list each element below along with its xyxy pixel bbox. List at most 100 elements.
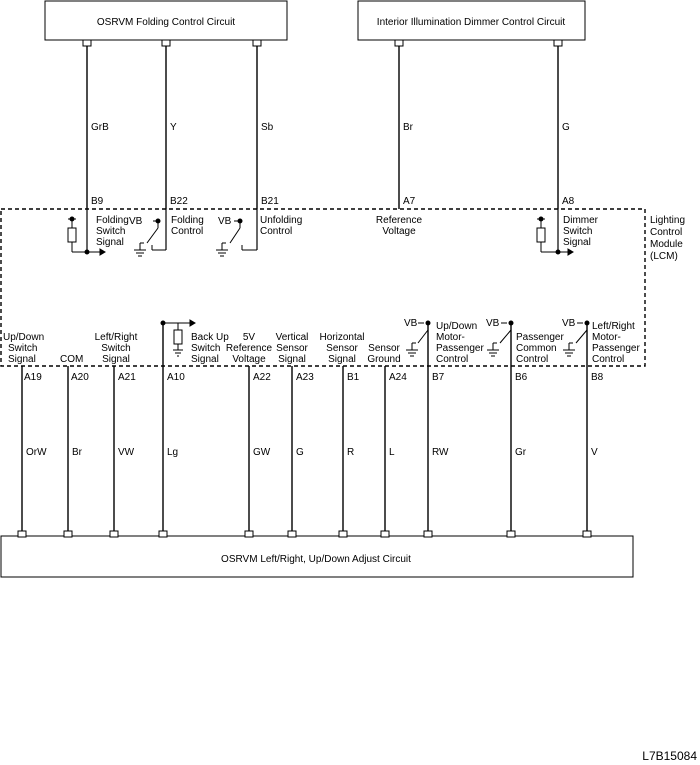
svg-text:Passenger: Passenger [436,343,484,354]
signal-label-unfolding-control: Unfolding Control [260,215,302,237]
svg-text:Left/Right: Left/Right [95,332,138,343]
connector-pin [287,530,297,538]
pin-label: A19 [24,372,42,383]
svg-text:Switch: Switch [96,226,125,237]
connector-pin [380,530,390,538]
svg-text:Left/Right: Left/Right [592,321,635,332]
svg-text:Folding: Folding [171,215,204,226]
svg-text:Motor-: Motor- [592,332,621,343]
connector-pin [244,530,254,538]
svg-text:Reference: Reference [376,215,423,226]
bottom-box [0,535,634,578]
svg-text:Signal: Signal [96,237,124,248]
svg-text:Voltage: Voltage [232,354,266,365]
svg-text:Up/Down: Up/Down [3,332,44,343]
svg-text:Folding: Folding [96,215,129,226]
signal-label-reference-voltage: Reference Voltage [376,215,423,237]
lcm-label-line: Lighting [650,215,685,226]
signal-label-dimmer-switch: Dimmer Switch Signal [563,215,599,248]
connector-pin [423,530,433,538]
passenger-common-switch [487,320,514,357]
vb-label: VB [218,216,232,227]
wire-color-label: OrW [26,447,47,458]
svg-text:Unfolding: Unfolding [260,215,302,226]
pin-label: B9 [91,196,104,207]
pin-label: B8 [591,372,604,383]
svg-text:5V: 5V [243,332,256,343]
dimmer-signal-pullup [536,216,574,256]
backup-signal-pullup [160,319,196,357]
signal-label-horizontal-sensor: Horizontal Sensor Signal [319,332,364,365]
svg-text:Control: Control [171,226,203,237]
wire-color-label: Lg [167,447,178,458]
wire-color-label: V [591,447,598,458]
wire-color-label: R [347,447,354,458]
top-left-box [44,0,288,41]
svg-text:Common: Common [516,343,557,354]
connector-pin [63,530,73,538]
svg-text:Signal: Signal [278,354,306,365]
leftright-motor-switch [563,320,590,357]
signal-label-passenger-common: Passenger Common Control [516,332,564,365]
svg-text:Sensor: Sensor [326,343,358,354]
svg-text:Control: Control [260,226,292,237]
vb-label: VB [129,216,143,227]
svg-text:Horizontal: Horizontal [319,332,364,343]
svg-text:Control: Control [516,354,548,365]
svg-text:Signal: Signal [191,354,219,365]
signal-label-folding-switch: Folding Switch Signal [96,215,129,248]
pin-label: B22 [170,196,188,207]
svg-text:Switch: Switch [191,343,220,354]
pin-label: A23 [296,372,314,383]
svg-text:Dimmer: Dimmer [563,215,599,226]
pin-label: A10 [167,372,185,383]
connector-pin [338,530,348,538]
connector-pin [82,39,92,47]
svg-text:Up/Down: Up/Down [436,321,477,332]
signal-label-5v-reference: 5V Reference Voltage [226,332,273,365]
signal-label-com: COM [60,354,83,365]
connector-pin [553,39,563,47]
signal-label-folding-control: Folding Control [171,215,204,237]
figure-code: L7B15084 [642,749,697,763]
wire-color-label: L [389,447,395,458]
svg-text:Switch: Switch [563,226,592,237]
vb-label: VB [562,318,576,329]
pin-label: A20 [71,372,89,383]
connector-pin [506,530,516,538]
svg-text:Signal: Signal [328,354,356,365]
connector-pin [17,530,27,538]
svg-text:Vertical: Vertical [276,332,309,343]
svg-text:Motor-: Motor- [436,332,465,343]
pin-label: A21 [118,372,136,383]
svg-text:Reference: Reference [226,343,273,354]
signal-label-updown-switch: Up/Down Switch Signal [3,332,44,365]
wire-color-label: GrB [91,122,109,133]
top-right-box-label: Interior Illumination Dimmer Control Cir… [377,17,566,28]
svg-text:Control: Control [436,354,468,365]
top-right-box [357,0,586,41]
wire-color-label: RW [432,447,449,458]
pin-label: B6 [515,372,528,383]
svg-text:Back Up: Back Up [191,332,229,343]
svg-text:Switch: Switch [101,343,130,354]
unfolding-control-switch [216,218,257,257]
wire-color-label: Br [403,122,414,133]
wire-color-label: Y [170,122,177,133]
lcm-label-line: (LCM) [650,251,678,262]
lcm-label-line: Module [650,239,683,250]
connector-pin [109,530,119,538]
pin-label: B7 [432,372,445,383]
bottom-box-label: OSRVM Left/Right, Up/Down Adjust Circuit [221,554,411,565]
svg-text:Control: Control [592,354,624,365]
svg-text:Switch: Switch [8,343,37,354]
connector-pin [252,39,262,47]
vb-label: VB [486,318,500,329]
folding-signal-pullup [67,216,106,256]
wire-color-label: VW [118,447,135,458]
connector-pin [394,39,404,47]
updown-motor-switch [406,320,431,357]
lcm-label-line: Control [650,227,682,238]
pin-label: A7 [403,196,416,207]
